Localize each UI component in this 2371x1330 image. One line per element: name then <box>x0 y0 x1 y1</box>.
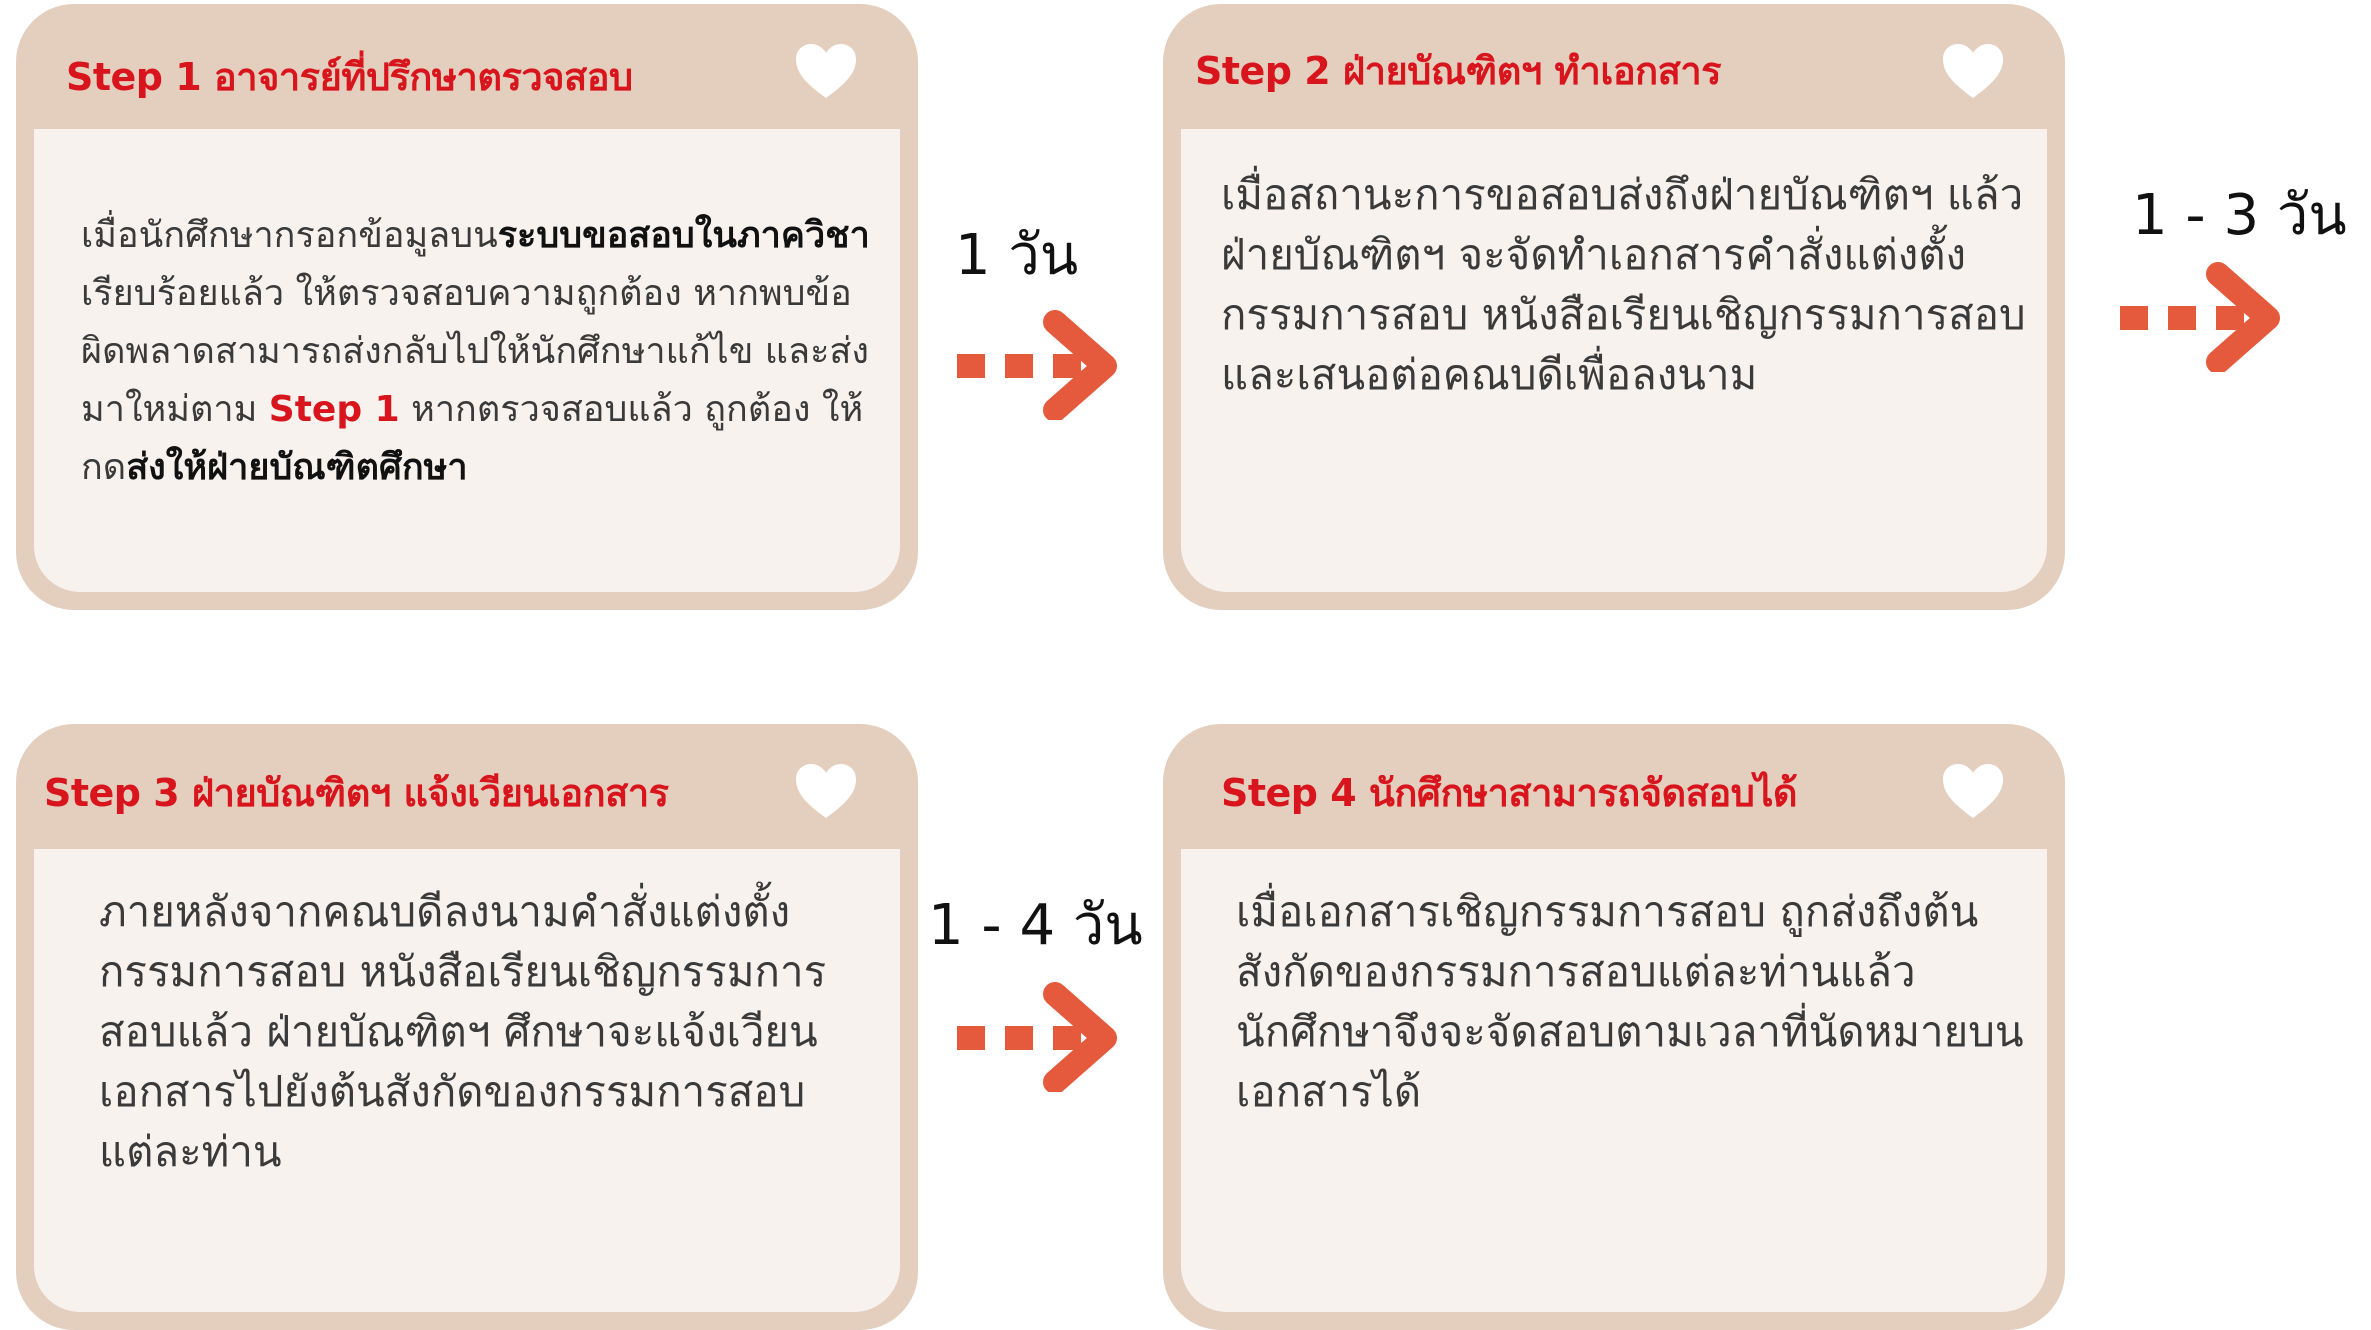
step-1-description: เมื่อนักศึกษากรอกข้อมูลบนระบบขอสอบในภาคว… <box>81 207 870 497</box>
dashed-arrow-right-icon <box>957 982 1117 1092</box>
step-1-header: Step 1 อาจารย์ที่ปรึกษาตรวจสอบ <box>16 4 918 129</box>
step-1-text-part: เรียบร้อยแล้ว ให้ตรวจสอบความถูกต้อง หากพ… <box>81 273 869 430</box>
step-3-body: ภายหลังจากคณบดีลงนามคำสั่งแต่งตั้งกรรมกา… <box>34 849 900 1312</box>
step-3-title: Step 3 ฝ่ายบัณฑิตฯ แจ้งเวียนเอกสาร <box>44 771 669 815</box>
step-1-card: Step 1 อาจารย์ที่ปรึกษาตรวจสอบ เมื่อนักศ… <box>16 4 918 610</box>
step-3-header: Step 3 ฝ่ายบัณฑิตฯ แจ้งเวียนเอกสาร <box>16 724 918 849</box>
duration-step2-to-step3: 1 - 3 วัน <box>2132 183 2347 248</box>
heart-icon <box>1943 764 2003 818</box>
step-1-body: เมื่อนักศึกษากรอกข้อมูลบนระบบขอสอบในภาคว… <box>34 129 900 592</box>
step-2-header: Step 2 ฝ่ายบัณฑิตฯ ทำเอกสาร <box>1163 4 2065 129</box>
heart-icon <box>1943 44 2003 98</box>
dashed-arrow-right-icon <box>957 310 1117 420</box>
step-2-body: เมื่อสถานะการขอสอบส่งถึงฝ่ายบัณฑิตฯ แล้ว… <box>1181 129 2047 592</box>
step-1-text-part: เมื่อนักศึกษากรอกข้อมูลบน <box>81 215 498 256</box>
duration-step1-to-step2: 1 วัน <box>955 223 1079 288</box>
heart-icon <box>796 44 856 98</box>
step-2-title: Step 2 ฝ่ายบัณฑิตฯ ทำเอกสาร <box>1195 49 1722 93</box>
step-1-text-part: หากตรวจสอบแล้ว ถูกต้อง ให้กด <box>81 389 864 488</box>
step-4-card: Step 4 นักศึกษาสามารถจัดสอบได้ เมื่อเอกส… <box>1163 724 2065 1330</box>
step-1-text-red: Step 1 <box>268 389 400 430</box>
step-2-description: เมื่อสถานะการขอสอบส่งถึงฝ่ายบัณฑิตฯ แล้ว… <box>1221 170 2026 399</box>
step-4-title: Step 4 นักศึกษาสามารถจัดสอบได้ <box>1221 771 1798 815</box>
step-1-title: Step 1 อาจารย์ที่ปรึกษาตรวจสอบ <box>66 55 633 99</box>
step-2-card: Step 2 ฝ่ายบัณฑิตฯ ทำเอกสาร เมื่อสถานะกา… <box>1163 4 2065 610</box>
heart-icon <box>796 764 856 818</box>
step-1-text-bold: ส่งให้ฝ่ายบัณฑิตศึกษา <box>126 447 468 488</box>
dashed-arrow-right-icon <box>2120 262 2280 372</box>
duration-step3-to-step4: 1 - 4 วัน <box>928 893 1143 958</box>
step-4-header: Step 4 นักศึกษาสามารถจัดสอบได้ <box>1163 724 2065 849</box>
step-3-card: Step 3 ฝ่ายบัณฑิตฯ แจ้งเวียนเอกสาร ภายหล… <box>16 724 918 1330</box>
step-4-body: เมื่อเอกสารเชิญกรรมการสอบ ถูกส่งถึงต้นสั… <box>1181 849 2047 1312</box>
step-1-text-bold: ระบบขอสอบในภาควิชา <box>497 215 870 256</box>
step-4-description: เมื่อเอกสารเชิญกรรมการสอบ ถูกส่งถึงต้นสั… <box>1236 887 2024 1116</box>
step-3-description: ภายหลังจากคณบดีลงนามคำสั่งแต่งตั้งกรรมกา… <box>99 887 827 1176</box>
